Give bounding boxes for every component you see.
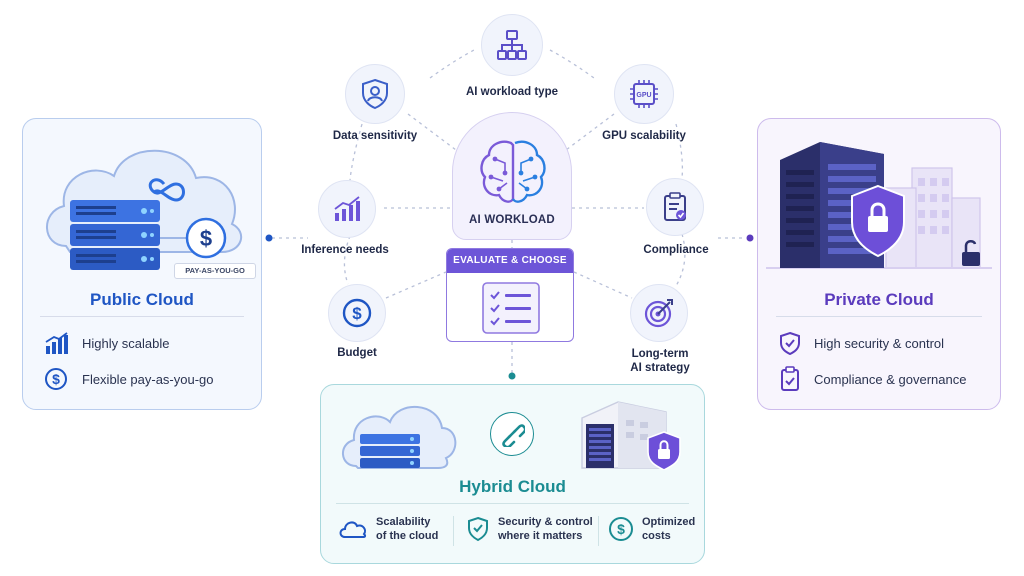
target-icon — [644, 299, 673, 328]
factor-label: Inference needs — [301, 244, 389, 256]
public-feature-payg: $ Flexible pay-as-you-go — [44, 368, 214, 390]
private-feature-label: Compliance & governance — [814, 371, 967, 387]
hybrid-feature-line: costs — [642, 530, 671, 542]
link-node — [490, 412, 534, 456]
hybrid-datacenter-illustration — [581, 401, 681, 470]
hybrid-feature-line: Scalability — [376, 516, 431, 528]
public-cloud-server-illustration: $ — [46, 149, 243, 270]
hybrid-feature-line: where it matters — [498, 530, 583, 542]
hybrid-feature-costs: $ Optimized costs — [608, 515, 695, 543]
factor-node-compliance — [646, 178, 704, 236]
svg-text:$: $ — [52, 371, 60, 387]
growth-chart-icon — [45, 332, 68, 354]
hybrid-cloud-server-illustration — [342, 406, 457, 469]
hybrid-feature-line: of the cloud — [376, 530, 439, 542]
dollar-coin-icon: $ — [45, 368, 67, 390]
factor-node-budget: $ — [328, 284, 386, 342]
hybrid-separator — [598, 516, 599, 546]
clipboard-check-icon — [781, 366, 799, 391]
factor-label-strategy: Long-term AI strategy — [630, 347, 689, 375]
factor-label: Budget — [337, 347, 377, 359]
dollar-coin-icon: $ — [609, 517, 633, 541]
factor-label: AI strategy — [630, 362, 690, 374]
public-divider — [40, 316, 244, 317]
public-feature-scalable: Highly scalable — [44, 332, 169, 354]
private-feature-security: High security & control — [778, 331, 944, 355]
clipboard-check-icon — [664, 192, 686, 221]
shield-user-icon — [362, 78, 388, 110]
private-cloud-datacenter-illustration — [766, 142, 992, 269]
factor-label: GPU scalability — [602, 130, 686, 142]
shield-check-icon — [468, 516, 488, 542]
public-cloud-title: Public Cloud — [90, 290, 194, 309]
hybrid-feature-security: Security & control where it matters — [466, 515, 593, 543]
private-feature-compliance: Compliance & governance — [778, 366, 966, 392]
factor-node-data-sensitivity — [345, 64, 405, 124]
gpu-chip-icon: GPU — [630, 80, 658, 108]
checklist-icon — [482, 282, 540, 334]
shield-check-icon — [780, 331, 800, 355]
bar-chart-icon — [334, 196, 360, 221]
svg-text:GPU: GPU — [636, 92, 651, 99]
hybrid-feature-line: Security & control — [498, 516, 593, 528]
hybrid-feature-line: Optimized — [642, 516, 696, 528]
hub-label: AI WORKLOAD — [469, 214, 555, 226]
evaluate-header: EVALUATE & CHOOSE — [447, 249, 573, 273]
svg-text:$: $ — [200, 226, 212, 251]
public-feature-label: Flexible pay-as-you-go — [82, 371, 214, 387]
brain-circuit-icon — [480, 140, 546, 203]
cloud-icon — [339, 521, 367, 538]
hybrid-cloud-title: Hybrid Cloud — [459, 477, 566, 496]
private-cloud-title: Private Cloud — [824, 290, 934, 309]
factor-node-workload-type — [481, 14, 543, 76]
factor-label: Data sensitivity — [332, 130, 418, 142]
factor-node-long-term-strategy — [630, 284, 688, 342]
hierarchy-icon — [497, 30, 527, 60]
public-feature-label: Highly scalable — [82, 335, 170, 351]
private-feature-label: High security & control — [814, 335, 945, 351]
evaluate-choose-box: EVALUATE & CHOOSE — [446, 248, 574, 342]
private-divider — [776, 316, 982, 317]
factor-label: AI workload type — [465, 86, 559, 98]
factor-node-inference-needs — [318, 180, 376, 238]
ai-workload-hub: AI WORKLOAD — [452, 112, 572, 240]
factor-label: Compliance — [643, 244, 709, 256]
hybrid-feature-scalability: Scalability of the cloud — [338, 515, 438, 543]
chain-link-icon — [502, 424, 525, 447]
pay-as-you-go-badge: PAY-AS-YOU-GO — [174, 263, 256, 279]
hybrid-divider — [336, 503, 689, 504]
svg-text:$: $ — [617, 521, 625, 537]
factor-label: Long-term — [631, 348, 689, 360]
dollar-coin-icon: $ — [342, 298, 372, 328]
factor-node-gpu-scalability: GPU — [614, 64, 674, 124]
hybrid-separator — [453, 516, 454, 546]
svg-text:$: $ — [352, 304, 362, 323]
